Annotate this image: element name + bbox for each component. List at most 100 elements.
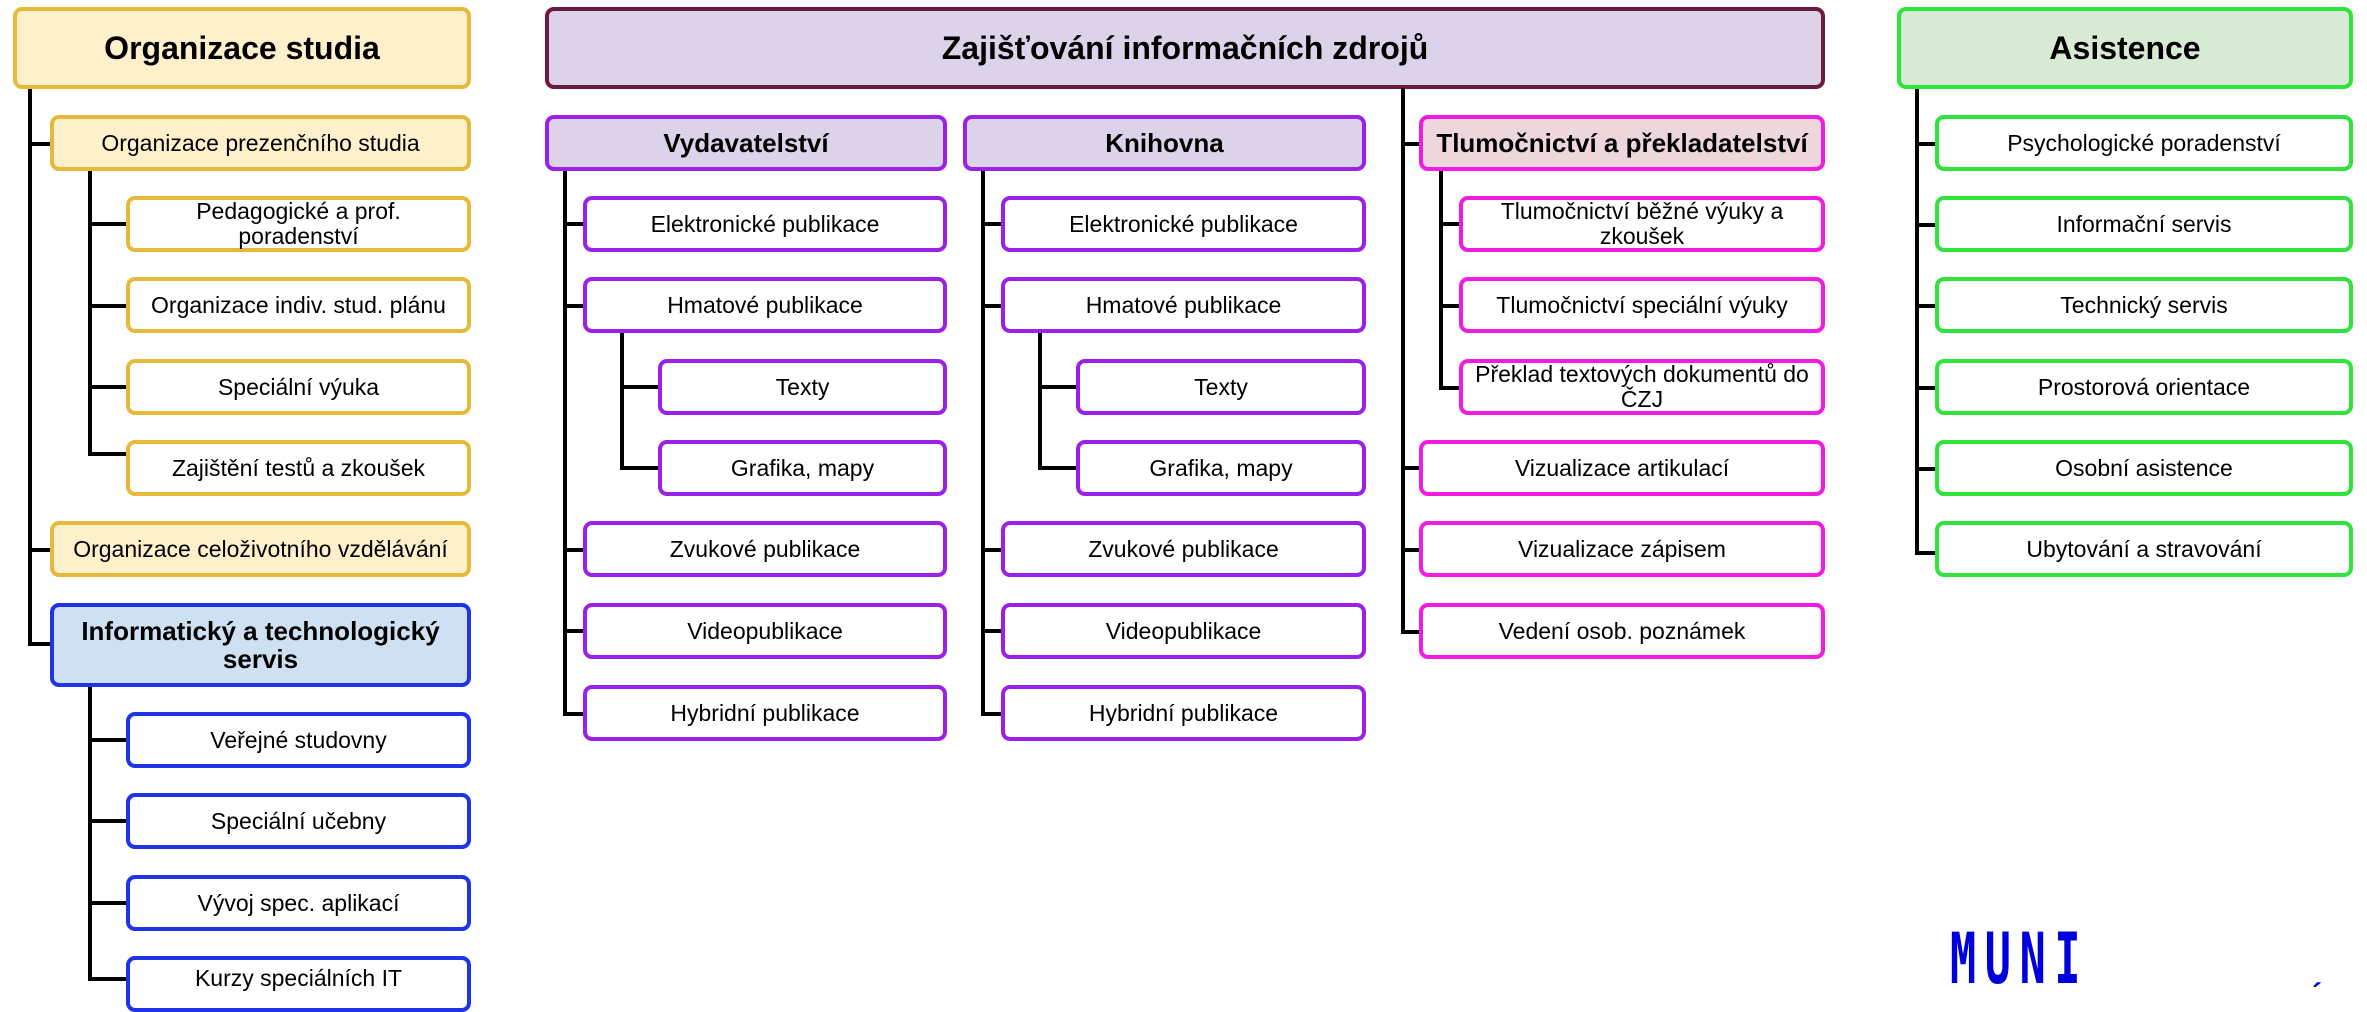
node-verejne-studovny: Veřejné studovny (126, 712, 471, 768)
connector (1439, 222, 1461, 226)
connector (1915, 304, 1939, 308)
node-organizace-czv: Organizace celoživotního vzdělávání (50, 521, 471, 577)
node-informaticky-servis: Informatický a technologický servis (50, 603, 471, 687)
node-vyd-zvukove: Zvukové publikace (583, 521, 947, 577)
node-label: Veřejné studovny (210, 726, 387, 753)
node-label: Kurzy speciálních IT (194, 965, 403, 991)
node-pedagogicke-poradenstvi: Pedagogické a prof. poradenství (126, 196, 471, 252)
node-informacni-servis: Informační servis (1935, 196, 2353, 252)
node-label: Hmatové publikace (667, 291, 863, 318)
node-organizace-studia: Organizace studia (13, 7, 471, 89)
node-label: Texty (1194, 373, 1248, 400)
node-label: Pedagogické a prof. poradenství (196, 198, 401, 249)
connector (1401, 142, 1421, 146)
node-label: Asistence (2049, 29, 2201, 66)
node-osobni-asistence: Osobní asistence (1935, 440, 2353, 496)
node-specialni-vyuka: Speciální výuka (126, 359, 471, 415)
muni-logo-accent: ´ (2312, 978, 2322, 1011)
connector (28, 142, 52, 146)
node-kn-elektronicke: Elektronické publikace (1001, 196, 1366, 252)
node-kn-hmatove: Hmatové publikace (1001, 277, 1366, 333)
connector (620, 332, 624, 469)
node-label: Prostorová orientace (2037, 373, 2251, 400)
connector (1915, 223, 1939, 227)
connector (88, 738, 128, 742)
connector (1038, 332, 1042, 469)
connector (1915, 386, 1939, 390)
connector (1401, 630, 1421, 634)
node-prostorova-orientace: Prostorová orientace (1935, 359, 2353, 415)
node-vizualizace-artikulaci: Vizualizace artikulací (1419, 440, 1825, 496)
connector (981, 712, 1005, 716)
node-knihovna: Knihovna (963, 115, 1366, 171)
connector (1439, 304, 1461, 308)
node-tl-bezne-vyuky: Tlumočnictví běžné výuky a zkoušek (1459, 196, 1825, 252)
node-label: Texty (775, 373, 830, 400)
connector (563, 304, 587, 308)
node-specialni-ucebny: Speciální učebny (126, 793, 471, 849)
connector (1401, 466, 1421, 470)
connector (1439, 386, 1461, 390)
connector (88, 385, 128, 389)
node-zajistovani-zdroju: Zajišťování informačních zdrojů (545, 7, 1825, 89)
connector (563, 170, 567, 716)
connector (88, 686, 92, 981)
connector (981, 222, 1005, 226)
node-label: Videopublikace (687, 617, 843, 644)
node-label: Vedení osob. poznámek (1498, 617, 1746, 644)
node-label: Osobní asistence (2055, 454, 2233, 481)
node-kn-video: Videopublikace (1001, 603, 1366, 659)
connector (981, 629, 1005, 633)
node-zajisteni-testu: Zajištění testů a zkoušek (126, 440, 471, 496)
node-label: Tlumočnictví běžné výuky a zkoušek (1500, 198, 1784, 249)
node-label: Knihovna (1105, 127, 1224, 158)
connector (981, 170, 985, 716)
node-vyd-texty: Texty (658, 359, 947, 415)
node-label: Překlad textových dokumentů do ČZJ (1475, 361, 1809, 412)
connector (981, 304, 1005, 308)
node-label: Vydavatelství (663, 127, 829, 158)
node-label: Grafika, mapy (1149, 454, 1293, 481)
node-vyvoj-aplikaci: Vývoj spec. aplikací (126, 875, 471, 931)
connector (28, 88, 32, 646)
node-kn-grafika: Grafika, mapy (1076, 440, 1366, 496)
node-ubytovani-stravovani: Ubytování a stravování (1935, 521, 2353, 577)
node-kn-zvukove: Zvukové publikace (1001, 521, 1366, 577)
node-label: Grafika, mapy (730, 454, 875, 481)
connector (28, 548, 52, 552)
node-label: Hmatové publikace (1085, 291, 1282, 318)
node-label: Psychologické poradenství (2007, 129, 2281, 156)
node-label: Zajištění testů a zkoušek (171, 454, 426, 481)
node-label: Informační servis (2056, 210, 2232, 237)
node-label: Vývoj spec. aplikací (197, 889, 400, 916)
node-label: Ubytování a stravování (2026, 535, 2262, 562)
node-label: Organizace indiv. stud. plánu (151, 291, 446, 318)
connector (88, 222, 128, 226)
node-vyd-hmatove: Hmatové publikace (583, 277, 947, 333)
node-vydavatelstvi: Vydavatelství (545, 115, 947, 171)
node-label: Organizace studia (104, 29, 380, 66)
connector (1401, 88, 1405, 634)
connector (1915, 551, 1939, 555)
node-label: Hybridní publikace (670, 699, 860, 726)
node-psychologicke-poradenstvi: Psychologické poradenství (1935, 115, 2353, 171)
node-organizace-prezencniho-studia: Organizace prezenčního studia (50, 115, 471, 171)
node-label: Organizace celoživotního vzdělávání (73, 535, 448, 562)
node-tl-preklad-czj: Překlad textových dokumentů do ČZJ (1459, 359, 1825, 415)
node-label: Zvukové publikace (669, 535, 861, 562)
connector (1915, 467, 1939, 471)
node-label: Vizualizace zápisem (1518, 535, 1726, 562)
node-technicky-servis: Technický servis (1935, 277, 2353, 333)
node-vyd-video: Videopublikace (583, 603, 947, 659)
connector (1401, 548, 1421, 552)
connector (88, 170, 92, 456)
node-label: Elektronické publikace (1069, 210, 1298, 237)
connector (620, 466, 660, 470)
node-label: Speciální učebny (210, 807, 387, 834)
connector (88, 819, 128, 823)
connector (563, 548, 587, 552)
node-kn-hybridni: Hybridní publikace (1001, 685, 1366, 741)
node-organizace-indiv-planu: Organizace indiv. stud. plánu (126, 277, 471, 333)
node-label: Informatický a technologický servis (81, 615, 440, 674)
node-vyd-grafika: Grafika, mapy (658, 440, 947, 496)
